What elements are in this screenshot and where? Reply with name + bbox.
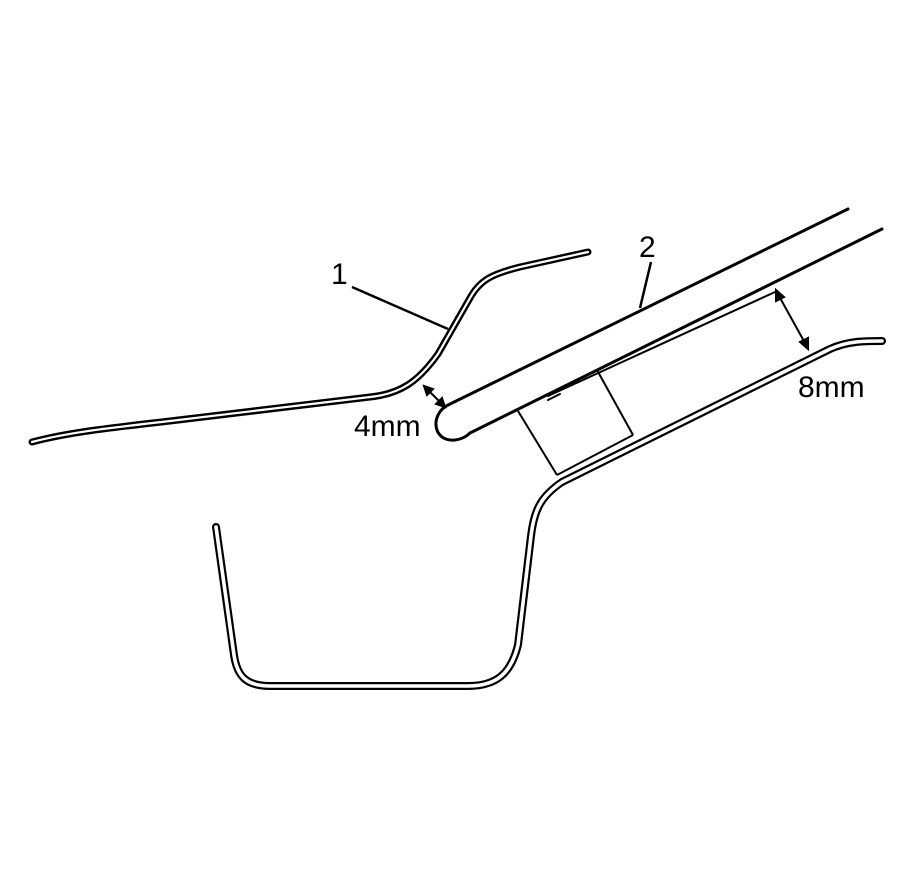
dimension-4mm-label: 4mm xyxy=(354,410,421,443)
leader-2 xyxy=(638,261,653,309)
leader-1 xyxy=(351,285,449,331)
lower-panel xyxy=(212,337,886,690)
callout-leaders xyxy=(351,261,653,331)
callout-2-label: 2 xyxy=(639,231,656,264)
adhesive-bead xyxy=(517,369,634,476)
dimension-4mm-arrow xyxy=(422,384,447,409)
dimension-arrows xyxy=(422,287,809,409)
dimension-8mm-arrow xyxy=(775,287,809,352)
upper-panel xyxy=(28,248,592,446)
glass-panel xyxy=(434,207,884,442)
dimension-8mm-label: 8mm xyxy=(798,371,865,404)
callout-1-label: 1 xyxy=(331,258,348,291)
